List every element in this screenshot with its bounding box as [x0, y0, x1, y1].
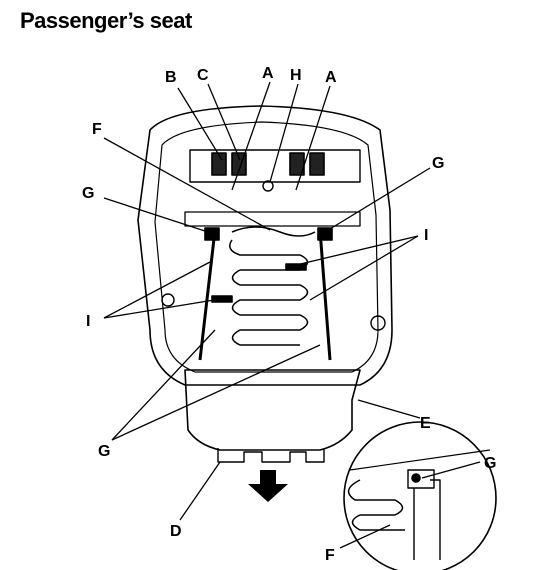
- leader-g3a: [111, 329, 216, 441]
- leader-a2: [295, 85, 331, 191]
- latch-right-2: [309, 152, 325, 176]
- detail-inset-edge: [349, 449, 491, 471]
- middle-crossbar: [184, 211, 361, 227]
- leader-i2a: [291, 235, 419, 267]
- diagram-title: Passenger’s seat: [20, 8, 192, 33]
- clip-left-mid: [211, 295, 233, 303]
- callout-g2: G: [432, 155, 444, 172]
- leader-i1b: [103, 299, 215, 319]
- seat-spring: [229, 239, 309, 346]
- latch-left: [211, 152, 227, 176]
- leader-c: [207, 83, 241, 161]
- detail-inset-bracket: [413, 479, 441, 560]
- seat-frame-outline: [137, 105, 393, 386]
- arrow-down-icon: [248, 470, 288, 502]
- leader-h: [269, 83, 299, 183]
- callout-g1: G: [82, 185, 94, 202]
- connector-h: [262, 180, 274, 192]
- detail-inset-circle: [343, 421, 497, 570]
- side-hole-right: [370, 315, 386, 331]
- leader-b: [177, 87, 223, 161]
- callout-a1: A: [262, 65, 274, 82]
- leader-g3b: [111, 344, 321, 441]
- callout-e: E: [420, 415, 431, 432]
- detail-inset-spring: [347, 479, 405, 531]
- side-hole-left: [161, 293, 175, 307]
- leader-g4: [421, 461, 481, 479]
- callout-h: H: [290, 67, 302, 84]
- clip-left-top: [204, 227, 220, 241]
- leader-i1a: [103, 261, 211, 319]
- callout-d: D: [170, 523, 182, 540]
- callout-b: B: [165, 69, 177, 86]
- cover-tab: [217, 448, 325, 463]
- leader-i2b: [309, 235, 419, 301]
- leader-f1: [103, 137, 271, 231]
- leader-g2: [324, 167, 431, 233]
- callout-a2: A: [325, 69, 337, 86]
- callout-g4: G: [484, 455, 496, 472]
- callout-i1: I: [86, 313, 90, 330]
- callout-f2: F: [325, 547, 335, 564]
- leader-e: [357, 399, 421, 419]
- callout-f1: F: [92, 121, 102, 138]
- side-rail-right: [318, 229, 332, 361]
- leader-g1: [103, 197, 209, 233]
- clip-right-mid: [285, 263, 307, 271]
- clip-right-top: [317, 227, 333, 241]
- callout-c: C: [197, 67, 209, 84]
- cushion-cover: [184, 369, 361, 451]
- seat-spring-top: [231, 226, 316, 237]
- detail-inset-clip-hole: [411, 473, 421, 483]
- callout-i2: I: [424, 227, 428, 244]
- leader-d: [179, 461, 221, 521]
- callout-g3: G: [98, 443, 110, 460]
- top-crossbar: [189, 149, 361, 183]
- leader-a1: [231, 81, 271, 191]
- detail-inset-clip: [407, 469, 435, 489]
- side-rail-left: [198, 229, 217, 361]
- leader-f2: [339, 524, 391, 549]
- seat-frame-inner: [154, 121, 379, 373]
